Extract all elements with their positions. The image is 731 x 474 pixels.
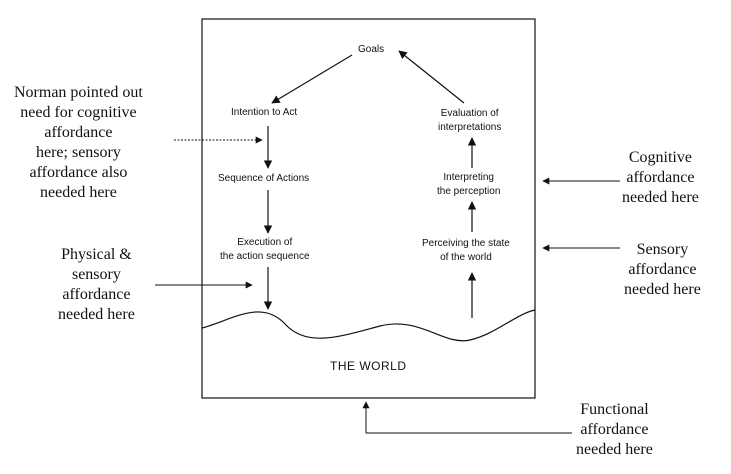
annotation-cognitive: Cognitive affordance needed here (622, 149, 699, 206)
stage-intention: Intention to Act (231, 107, 298, 118)
arrow-goals-to-intention (271, 54, 353, 104)
annotation-norman: Norman pointed out need for cognitive af… (14, 84, 143, 201)
arrow-evaluation-to-goals (398, 50, 465, 104)
pointer-functional (362, 401, 572, 434)
annotation-physical: Physical & sensory affordance needed her… (58, 246, 135, 323)
stage-evaluation: Evaluation of interpretations (438, 108, 502, 133)
stage-perceiving: Perceiving the state of the world (422, 238, 510, 263)
world-boundary-wave (201, 309, 536, 342)
stage-execution: Execution of the action sequence (220, 237, 310, 262)
annotation-functional: Functional affordance needed here (576, 401, 653, 458)
world-label: THE WORLD (330, 359, 407, 373)
annotation-sensory: Sensory affordance needed here (624, 241, 701, 298)
stage-interpreting: Interpreting the perception (437, 172, 501, 197)
stage-goals: Goals (358, 44, 385, 55)
stage-sequence: Sequence of Actions (218, 173, 310, 184)
diagram-frame (201, 18, 536, 399)
